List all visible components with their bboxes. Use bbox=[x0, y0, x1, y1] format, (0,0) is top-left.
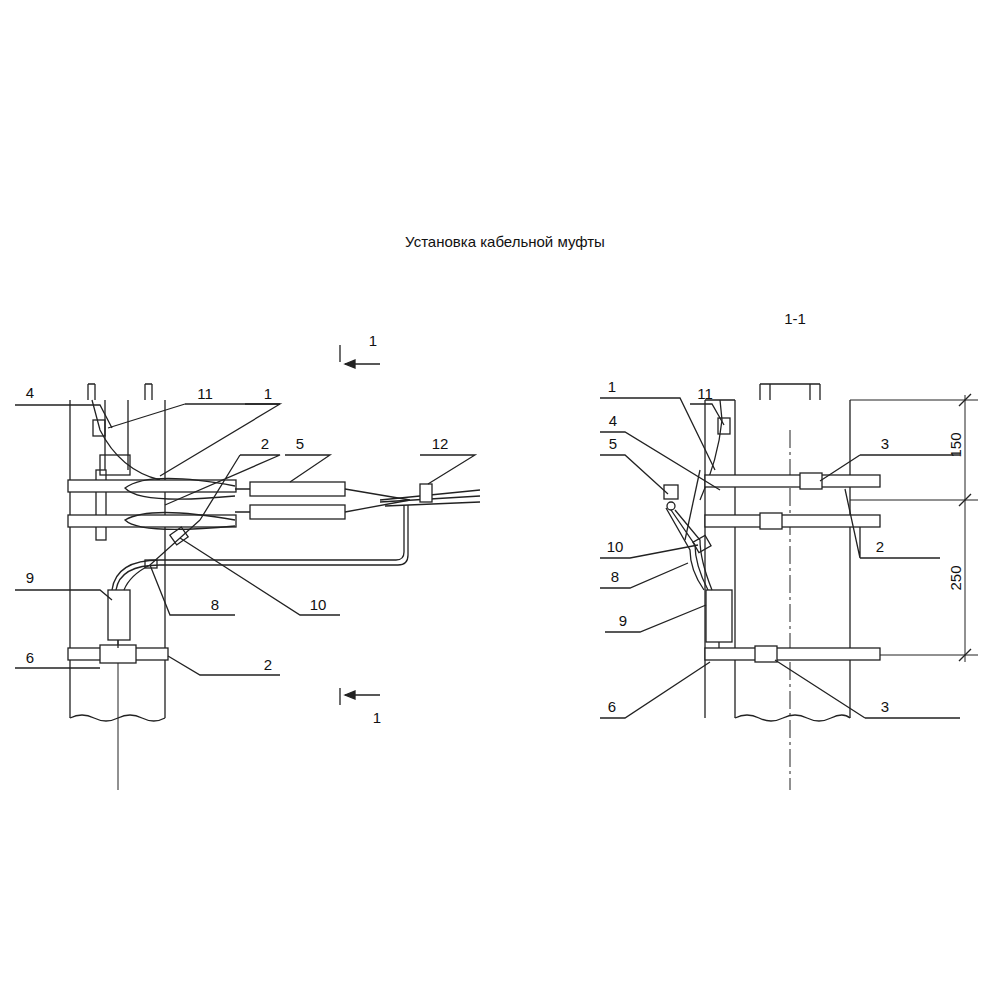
callout-number: 1 bbox=[608, 379, 616, 394]
callout-number: 11 bbox=[197, 386, 213, 401]
callout-number: 2 bbox=[876, 539, 884, 554]
callout-number: 10 bbox=[607, 539, 624, 554]
section-mark: 1-1 bbox=[784, 311, 806, 326]
callout-number: 12 bbox=[432, 436, 449, 451]
callout-number: 2 bbox=[264, 657, 272, 672]
callout-number: 4 bbox=[609, 413, 617, 428]
callout-number: 3 bbox=[881, 699, 889, 714]
callout-number: 4 bbox=[26, 385, 34, 400]
dimension-value: 250 bbox=[948, 565, 963, 590]
callout-number: 8 bbox=[211, 597, 219, 612]
callout-number: 5 bbox=[609, 436, 617, 451]
callout-number: 10 bbox=[310, 597, 327, 612]
drawing-title: Установка кабельной муфты bbox=[405, 234, 605, 249]
dimension-value: 150 bbox=[948, 432, 963, 457]
callout-number: 6 bbox=[608, 699, 616, 714]
callout-number: 2 bbox=[261, 436, 269, 451]
callout-number: 9 bbox=[619, 613, 627, 628]
callout-number: 1 bbox=[264, 386, 272, 401]
callout-number: 9 bbox=[26, 570, 34, 585]
callout-number: 3 bbox=[881, 436, 889, 451]
section-mark: 1 bbox=[373, 710, 381, 725]
callout-number: 11 bbox=[697, 386, 713, 401]
callout-number: 6 bbox=[26, 650, 34, 665]
section-mark: 1 bbox=[369, 333, 377, 348]
callout-number: 5 bbox=[296, 436, 304, 451]
callout-number: 8 bbox=[611, 569, 619, 584]
